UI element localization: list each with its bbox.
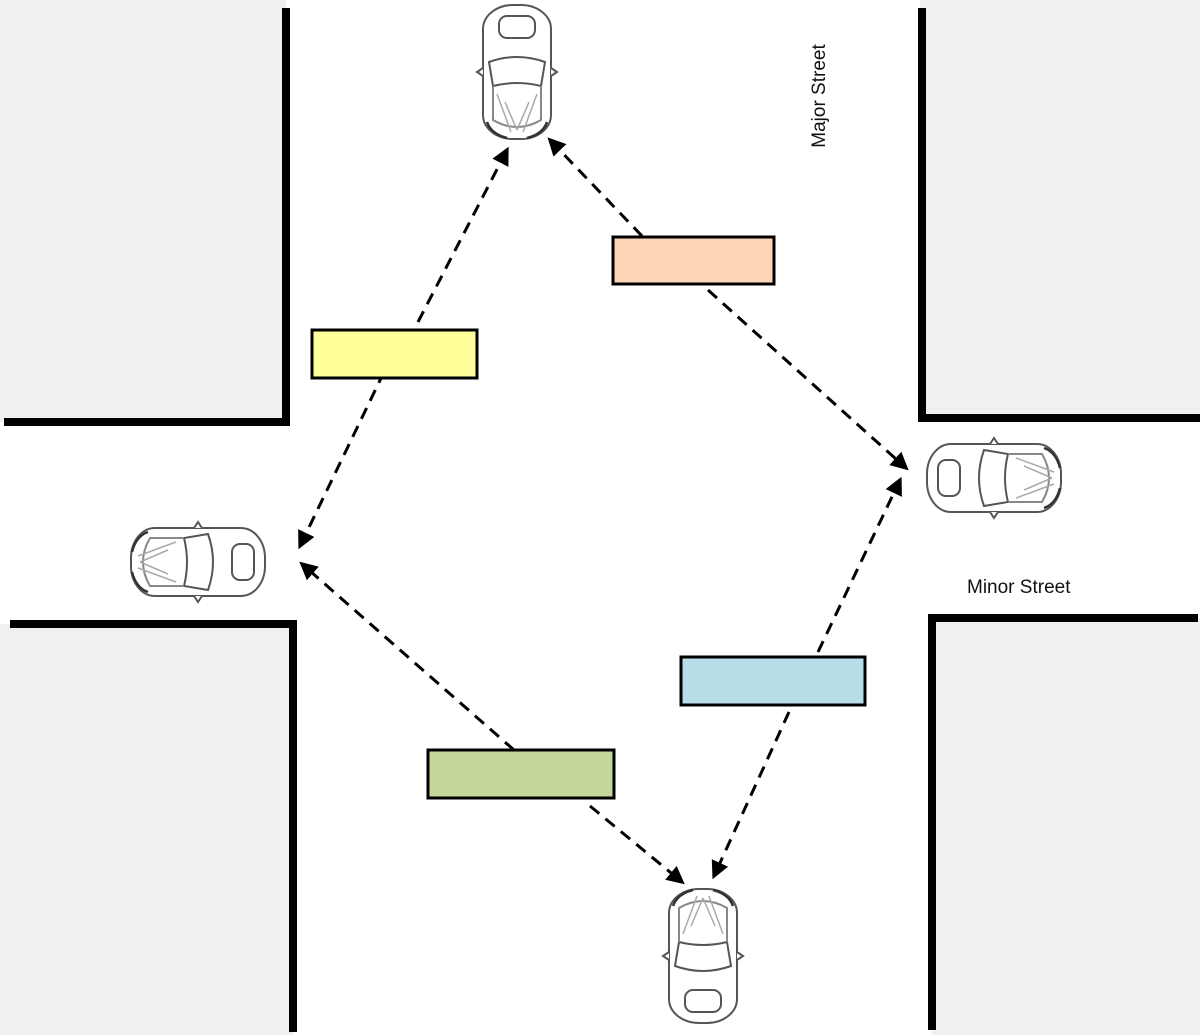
arrow-blue-to-east bbox=[816, 476, 902, 653]
label-box-yellow bbox=[310, 328, 479, 380]
block-top-right bbox=[920, 0, 1200, 418]
arrow-yellow-to-west bbox=[298, 371, 386, 550]
curb-bottom-left bbox=[10, 620, 297, 1032]
block-bottom-right bbox=[932, 618, 1200, 1035]
major-street-label: Major Street bbox=[809, 44, 830, 148]
block-bottom-left bbox=[0, 624, 293, 1035]
arrow-green-to-south bbox=[589, 804, 685, 885]
curb-top-right bbox=[918, 8, 1200, 422]
car-west bbox=[129, 520, 267, 604]
block-top-left bbox=[0, 0, 286, 422]
curb-bottom-right bbox=[928, 614, 1198, 1030]
car-south bbox=[661, 887, 745, 1025]
arrow-blue-to-south bbox=[711, 711, 791, 880]
minor-street-label: Minor Street bbox=[967, 577, 1071, 598]
arrow-orange-to-east bbox=[706, 288, 909, 471]
arrow-green-to-west bbox=[299, 561, 515, 752]
label-box-green bbox=[426, 748, 616, 800]
arrow-yellow-to-north bbox=[416, 146, 509, 323]
curb-top-left bbox=[4, 8, 290, 426]
label-box-blue bbox=[679, 655, 867, 707]
car-east bbox=[925, 436, 1063, 520]
arrow-orange-to-north bbox=[547, 137, 644, 238]
label-box-orange bbox=[611, 235, 776, 286]
car-north bbox=[475, 3, 559, 141]
